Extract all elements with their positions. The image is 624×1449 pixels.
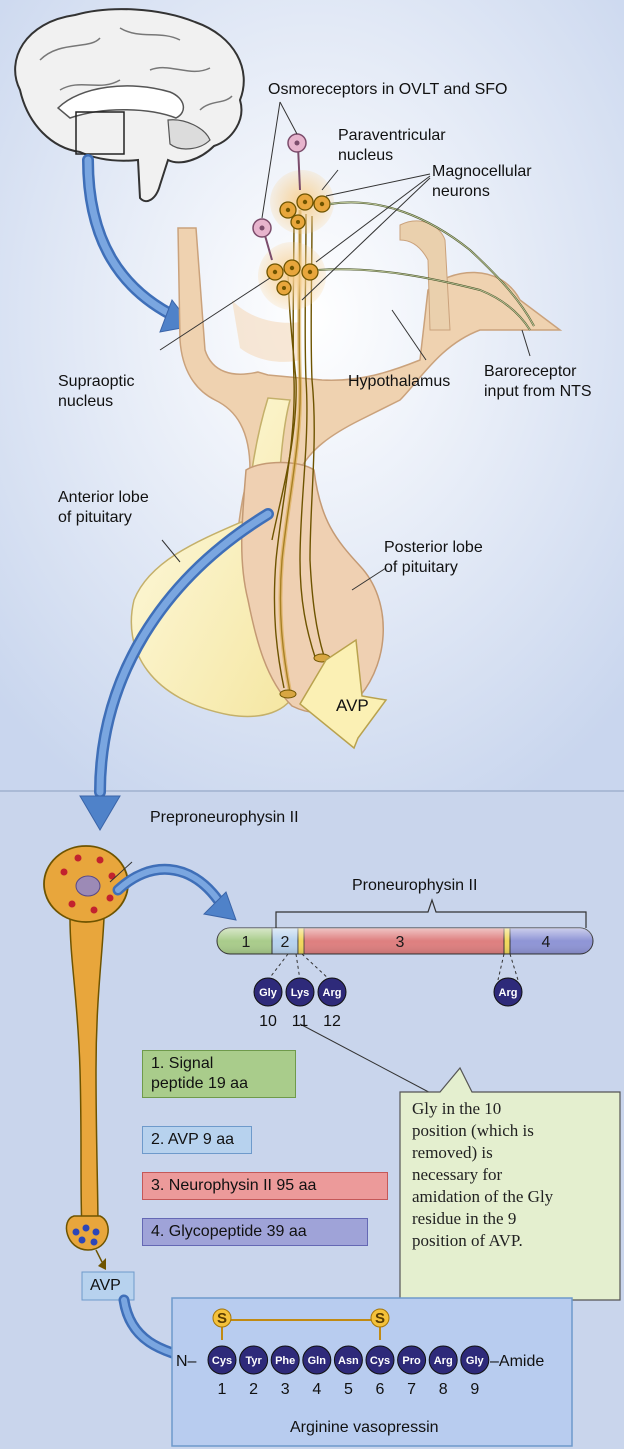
paraventricular-label: Paraventricular nucleus: [338, 127, 446, 164]
avp-box-label: AVP: [90, 1277, 121, 1294]
posterior-lobe-label: Posterior lobe of pituitary: [384, 539, 483, 576]
peptide-residue-label: Arg: [434, 1355, 453, 1367]
cleavage-residue-10: [253, 977, 283, 1007]
peptide-residue-label: Pro: [402, 1355, 421, 1367]
bar-segment-2: 2: [281, 934, 290, 951]
peptide-residue-9: [460, 1345, 490, 1375]
avp-vesicles: [72, 1224, 100, 1246]
cleavage-residue-label: Gly: [259, 987, 278, 999]
sulfur-label-2: S: [375, 1310, 385, 1327]
legend-avp: 2. AVP 9 aa: [142, 1126, 252, 1154]
preproneurophysin-label: Preproneurophysin II: [150, 809, 299, 826]
peptide-residue-label: Phe: [275, 1355, 295, 1367]
n-terminus-label: N–: [176, 1353, 197, 1370]
cleavage-residue-11: [285, 977, 315, 1007]
cleavage-residue-label: Arg: [323, 987, 342, 999]
bar-segment-3: 3: [396, 934, 405, 951]
peptide-residue-label: Cys: [212, 1355, 232, 1367]
peptide-residue-6: [365, 1345, 395, 1375]
avp-arrow-label: AVP: [336, 696, 369, 715]
peptide-position: 3: [281, 1381, 290, 1398]
peptide-residue-1: [207, 1345, 237, 1375]
magnocellular-label: Magnocellular neurons: [432, 163, 532, 200]
peptide-residue-3: [270, 1345, 300, 1375]
legend-glycopeptide: 4. Glycopeptide 39 aa: [142, 1218, 368, 1246]
peptide-position: 1: [218, 1381, 227, 1398]
anterior-lobe-label: Anterior lobe of pituitary: [58, 489, 149, 526]
cleavage-position: 12: [323, 1013, 341, 1030]
peptide-residue-7: [397, 1345, 427, 1375]
osmoreceptors-label: Osmoreceptors in OVLT and SFO: [268, 81, 508, 98]
peptide-residue-label: Cys: [370, 1355, 390, 1367]
callout-leader: [299, 1023, 441, 1099]
arg-residue-label: Arg: [499, 987, 518, 999]
amide-label: –Amide: [490, 1353, 544, 1370]
supraoptic-label: Supraoptic nucleus: [58, 373, 135, 410]
osmoreceptor-cells: [252, 133, 307, 261]
disulfide-bridge: S S: [212, 1308, 390, 1340]
proneurophysin-bracket: [275, 898, 587, 928]
peptide-position: 2: [249, 1381, 258, 1398]
peptide-position: 7: [407, 1381, 416, 1398]
cleavage-position: 11: [292, 1013, 309, 1030]
sulfur-label-1: S: [217, 1310, 227, 1327]
secretory-granules: [60, 854, 116, 914]
baroreceptor-label: Baroreceptor input from NTS: [484, 363, 592, 400]
avp-output-arrow: [299, 638, 388, 750]
peptide-residue-label: Gln: [308, 1355, 327, 1367]
vasopressin-chain: Cys 1 Tyr 2 Phe 3 Gln 4 Asn 5 Cys 6 Pro 7 Arg 8 Gly 9: [207, 1345, 490, 1398]
peptide-residue-4: [302, 1345, 332, 1375]
legend-signal-peptide: 1. Signal peptide 19 aa: [142, 1050, 296, 1098]
peptide-residue-label: Asn: [338, 1355, 359, 1367]
peptide-residue-8: [428, 1345, 458, 1375]
peptide-position: 6: [376, 1381, 385, 1398]
peptide-residue-label: Tyr: [245, 1355, 262, 1367]
legend-neurophysin: 3. Neurophysin II 95 aa: [142, 1172, 388, 1200]
cleavage-position: 10: [259, 1013, 277, 1030]
cleavage-dashes: [267, 953, 519, 981]
precursor-bar: [216, 927, 594, 955]
peptide-position: 9: [470, 1381, 479, 1398]
peptide-residue-5: [333, 1345, 363, 1375]
brain-thumbnail: [14, 8, 245, 203]
peptide-position: 4: [312, 1381, 321, 1398]
vasopressin-label: Arginine vasopressin: [290, 1419, 439, 1436]
peptide-position: 8: [439, 1381, 448, 1398]
peptide-residue-2: [239, 1345, 269, 1375]
peptide-residue-label: Gly: [466, 1355, 485, 1367]
cleavage-residue-label: Lys: [291, 987, 310, 999]
upper-leader-lines: [159, 101, 531, 591]
hypothalamus-label: Hypothalamus: [348, 373, 451, 390]
cleavage-residue-group: Gly 10 Lys 11 Arg 12 Arg: [253, 977, 523, 1030]
bar-segment-4: 4: [542, 934, 551, 951]
peptide-position: 5: [344, 1381, 353, 1398]
cleavage-residue-12: [317, 977, 347, 1007]
secretory-neuron: [43, 845, 129, 1251]
gly-callout-text: Gly in the 10 position (which is removed…: [412, 1099, 554, 1250]
proneurophysin-label: Proneurophysin II: [352, 877, 478, 894]
arg-residue: [493, 977, 523, 1007]
bar-segment-1: 1: [242, 934, 251, 951]
bar-segment-labels: 1 2 3 4: [242, 934, 551, 951]
